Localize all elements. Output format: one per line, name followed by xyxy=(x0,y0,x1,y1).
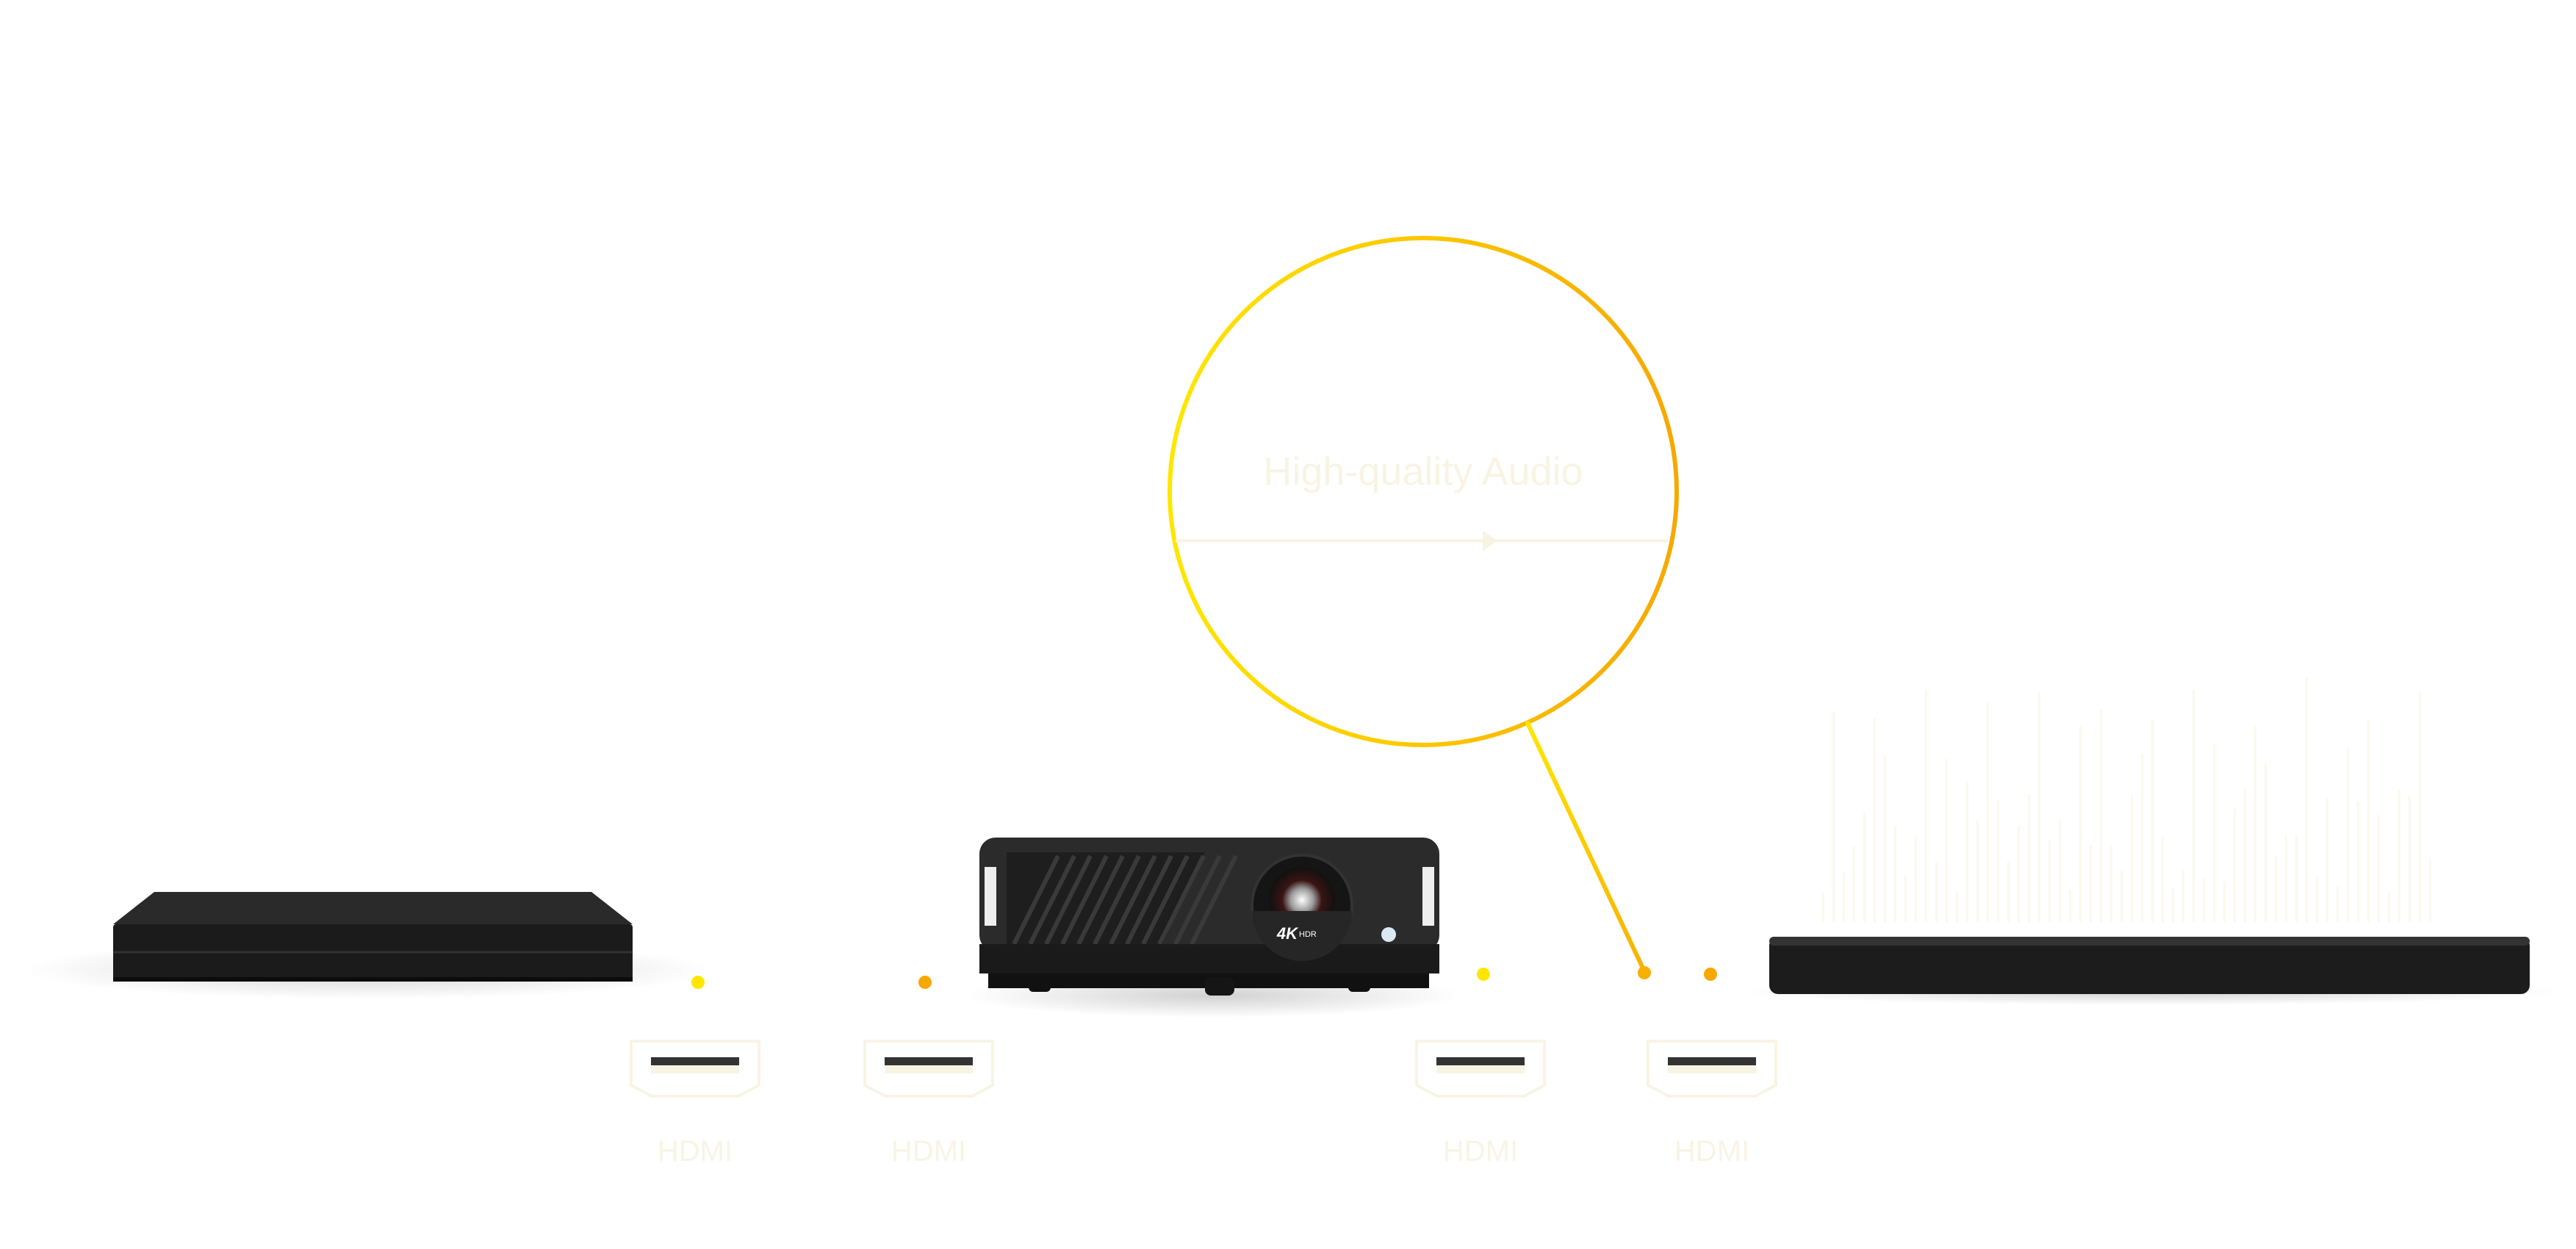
equalizer-bar xyxy=(2285,835,2287,922)
equalizer-bar xyxy=(1956,891,1958,922)
hdmi-port: HDMI xyxy=(1415,1040,1546,1167)
equalizer-bar xyxy=(2223,881,2226,922)
equalizer-bar xyxy=(2048,840,2051,922)
equalizer-bar xyxy=(1822,893,1824,922)
hdmi-label: HDMI xyxy=(658,1135,733,1167)
hdmi-label: HDMI xyxy=(1674,1135,1749,1167)
equalizer-bar xyxy=(2408,795,2411,922)
equalizer-bar xyxy=(1925,689,1927,922)
equalizer-bar xyxy=(2264,763,2267,922)
hdmi-port: HDMI xyxy=(1647,1040,1777,1167)
equalizer-bar xyxy=(2357,802,2359,922)
equalizer-bar xyxy=(2141,754,2143,922)
audio-callout: High-quality Audio xyxy=(1168,236,1679,747)
equalizer-bar xyxy=(2120,871,2123,922)
arrow-right-icon xyxy=(1483,530,1497,551)
equalizer-bar xyxy=(2151,719,2154,922)
equalizer-bar xyxy=(2347,749,2349,922)
equalizer-bar xyxy=(2131,795,2133,922)
equalizer-bar xyxy=(2100,710,2102,922)
equalizer-bar xyxy=(1832,712,1835,922)
equalizer-bar xyxy=(2306,677,2308,922)
equalizer-bar xyxy=(2192,689,2195,922)
equalizer-bar xyxy=(2079,725,2082,922)
hdmi-cable-projector-to-soundbar xyxy=(1477,966,1717,981)
connection-dot xyxy=(1704,968,1717,981)
soundbar xyxy=(1741,937,2564,1005)
equalizer-bar xyxy=(1966,781,1968,922)
connection-dot xyxy=(918,976,932,989)
equalizer-bar xyxy=(1874,718,1876,922)
equalizer-bar xyxy=(2090,845,2092,922)
equalizer-bar xyxy=(2254,726,2256,922)
equalizer-bar xyxy=(2018,825,2020,922)
equalizer-bar xyxy=(2295,835,2298,922)
equalizer-bar xyxy=(1843,872,1845,922)
equalizer-bar xyxy=(2203,878,2205,922)
audio-equalizer-decoration xyxy=(1822,677,2431,922)
connection-dot xyxy=(691,976,705,989)
equalizer-bar xyxy=(1997,800,1999,922)
equalizer-bar xyxy=(2367,720,2370,922)
equalizer-bar xyxy=(2028,794,2030,922)
equalizer-bar xyxy=(1863,812,1866,922)
equalizer-bar xyxy=(2213,743,2215,922)
hdmi-cable-player-to-projector xyxy=(691,976,932,989)
equalizer-bar xyxy=(2429,859,2431,922)
equalizer-bar xyxy=(2316,877,2318,922)
connection-dot xyxy=(1477,968,1490,981)
equalizer-bar xyxy=(2172,888,2174,922)
equalizer-bar xyxy=(2275,855,2277,922)
equalizer-bar xyxy=(1946,758,1948,922)
hdmi-label: HDMI xyxy=(1443,1135,1518,1167)
equalizer-bar xyxy=(2038,692,2040,922)
power-indicator-icon xyxy=(1381,927,1396,942)
callout-title: High-quality Audio xyxy=(1263,450,1583,494)
projector-hdr-badge: HDR xyxy=(1299,930,1317,939)
equalizer-bar xyxy=(2419,692,2421,922)
hdmi-label: HDMI xyxy=(891,1135,966,1167)
equalizer-bar xyxy=(1915,837,1917,922)
equalizer-bar xyxy=(2388,890,2390,922)
projector-4k-badge: 4K xyxy=(1276,924,1299,943)
blu-ray-player xyxy=(22,892,713,999)
callout-circle xyxy=(1168,236,1679,747)
equalizer-bar xyxy=(2007,861,2010,922)
hdmi-port: HDMI xyxy=(630,1040,760,1167)
equalizer-bar xyxy=(1853,846,1855,922)
equalizer-bar xyxy=(1904,876,1907,922)
equalizer-bar xyxy=(2069,890,2071,922)
equalizer-bar xyxy=(2234,808,2236,922)
connection-dot xyxy=(1638,966,1651,979)
callout-connector xyxy=(1525,720,1647,973)
equalizer-bar xyxy=(2378,814,2380,922)
equalizer-bar xyxy=(1987,702,1989,922)
equalizer-bar xyxy=(2336,886,2339,922)
equalizer-bar xyxy=(2162,837,2164,922)
hdmi-port: HDMI xyxy=(863,1040,994,1167)
equalizer-bar xyxy=(2398,789,2400,922)
equalizer-bar xyxy=(1976,820,1979,922)
equalizer-bar xyxy=(2326,797,2328,922)
equalizer-bar xyxy=(2110,846,2112,922)
equalizer-bar xyxy=(1894,826,1896,922)
projector: 4K HDR xyxy=(963,838,1462,1018)
equalizer-bar xyxy=(1884,754,1886,922)
equalizer-bar xyxy=(2059,821,2061,922)
equalizer-bar xyxy=(1935,861,1938,922)
equalizer-bar xyxy=(2182,869,2184,922)
equalizer-bar xyxy=(2244,788,2246,922)
